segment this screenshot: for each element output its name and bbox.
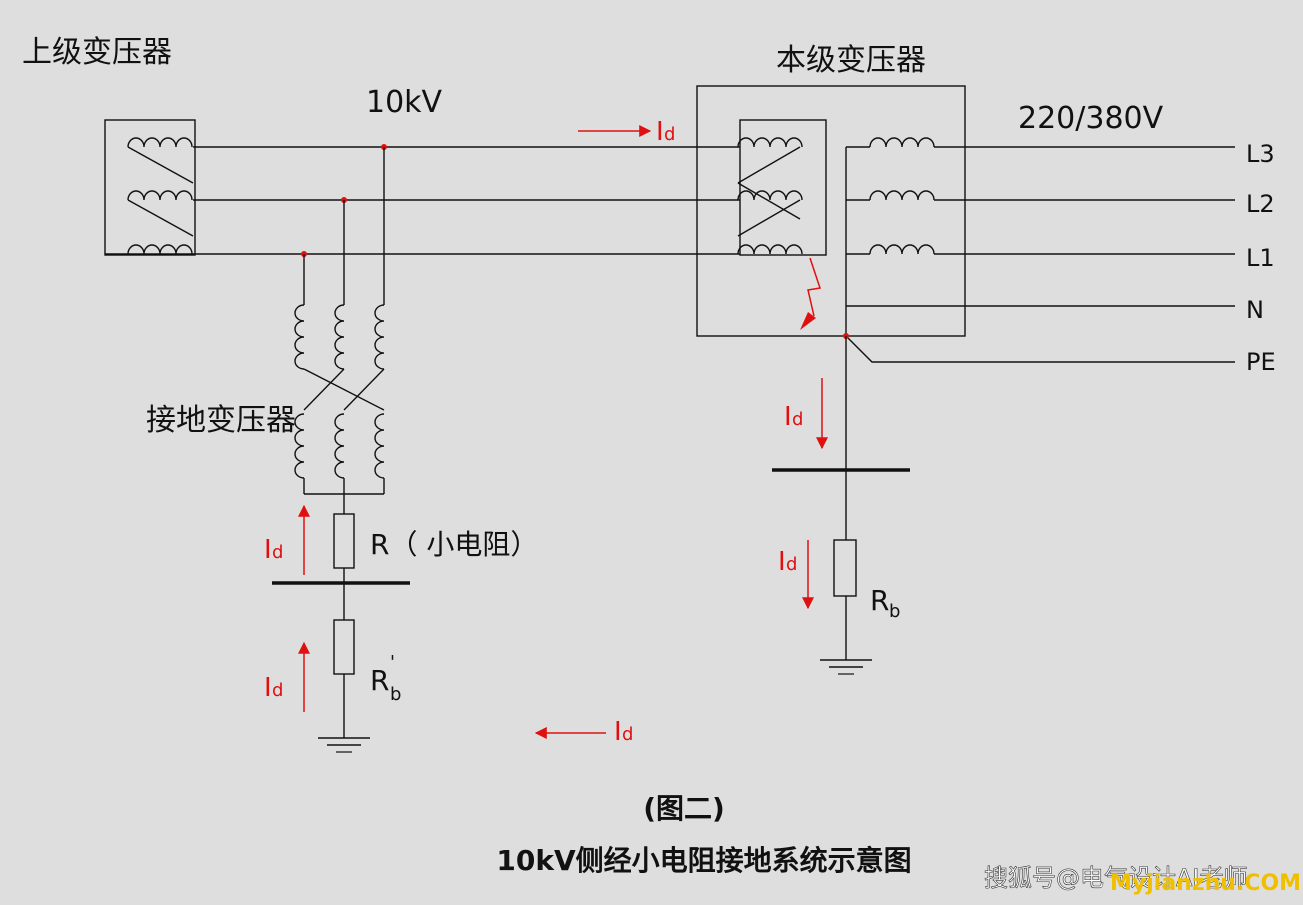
- svg-text:R: R: [370, 664, 389, 697]
- svg-text:I: I: [656, 117, 664, 147]
- id-label: I d: [778, 547, 797, 577]
- lv-voltage-label: 220/380V: [1018, 101, 1164, 136]
- grounding-transformer: [294, 147, 385, 514]
- fault-current-arrows: [298, 125, 828, 739]
- line-n-label: N: [1246, 296, 1264, 324]
- svg-text:I: I: [784, 402, 792, 432]
- id-label: I d: [784, 402, 803, 432]
- upstream-transformer: [104, 119, 196, 256]
- svg-text:': ': [390, 652, 395, 673]
- svg-text:R: R: [870, 584, 889, 617]
- svg-text:I: I: [778, 547, 786, 577]
- resistor-rb-label: R b: [870, 584, 900, 622]
- local-transformer-outer-box: [696, 85, 966, 337]
- local-transformer-label: 本级变压器: [776, 43, 926, 78]
- resistor-rb-prime-label: R ' b: [370, 652, 401, 705]
- lv-lines: [843, 146, 1235, 363]
- svg-text:I: I: [614, 717, 622, 747]
- upstream-transformer-label: 上级变压器: [22, 35, 172, 70]
- watermark-source: 搜狐号@电气设计AI老师: [984, 864, 1248, 892]
- line-pe-label: PE: [1246, 348, 1276, 376]
- resistor-rb-prime: [333, 619, 355, 675]
- line-l3-label: L3: [1246, 140, 1275, 168]
- svg-text:d: d: [272, 680, 283, 701]
- local-transformer: [696, 85, 966, 337]
- svg-text:b: b: [889, 601, 900, 622]
- caption-title: 10kV侧经小电阻接地系统示意图: [496, 844, 911, 877]
- caption-figure-number: (图二): [643, 792, 725, 825]
- ground-symbol: [317, 737, 371, 753]
- svg-text:d: d: [786, 554, 797, 575]
- resistor-r-label: R（ 小电阻）: [370, 528, 538, 561]
- upstream-transformer-windings: [127, 137, 194, 255]
- hv-lines: [105, 144, 740, 257]
- id-label: I d: [264, 535, 283, 565]
- svg-text:d: d: [272, 542, 283, 563]
- line-l1-label: L1: [1246, 244, 1275, 272]
- svg-text:I: I: [264, 535, 272, 565]
- id-label: I d: [656, 117, 675, 147]
- ground-symbol: [819, 659, 873, 675]
- hv-voltage-label: 10kV: [366, 85, 443, 120]
- svg-text:d: d: [622, 724, 633, 745]
- svg-text:I: I: [264, 673, 272, 703]
- svg-text:b: b: [390, 684, 401, 705]
- local-grounding-chain: [772, 336, 910, 675]
- line-l2-label: L2: [1246, 190, 1275, 218]
- id-label: I d: [614, 717, 633, 747]
- neutral-resistor-chain: [272, 513, 410, 753]
- upstream-transformer-box: [104, 119, 196, 256]
- resistor-rb: [833, 539, 857, 597]
- fault-lightning-icon: [807, 257, 821, 317]
- resistor-r: [333, 513, 355, 569]
- id-label: I d: [264, 673, 283, 703]
- svg-text:d: d: [664, 124, 675, 145]
- grounding-transformer-label: 接地变压器: [146, 403, 296, 438]
- svg-text:d: d: [792, 409, 803, 430]
- local-transformer-primary-box: [739, 119, 827, 256]
- watermark-overlay: Myjianzhu.COM: [1110, 871, 1301, 896]
